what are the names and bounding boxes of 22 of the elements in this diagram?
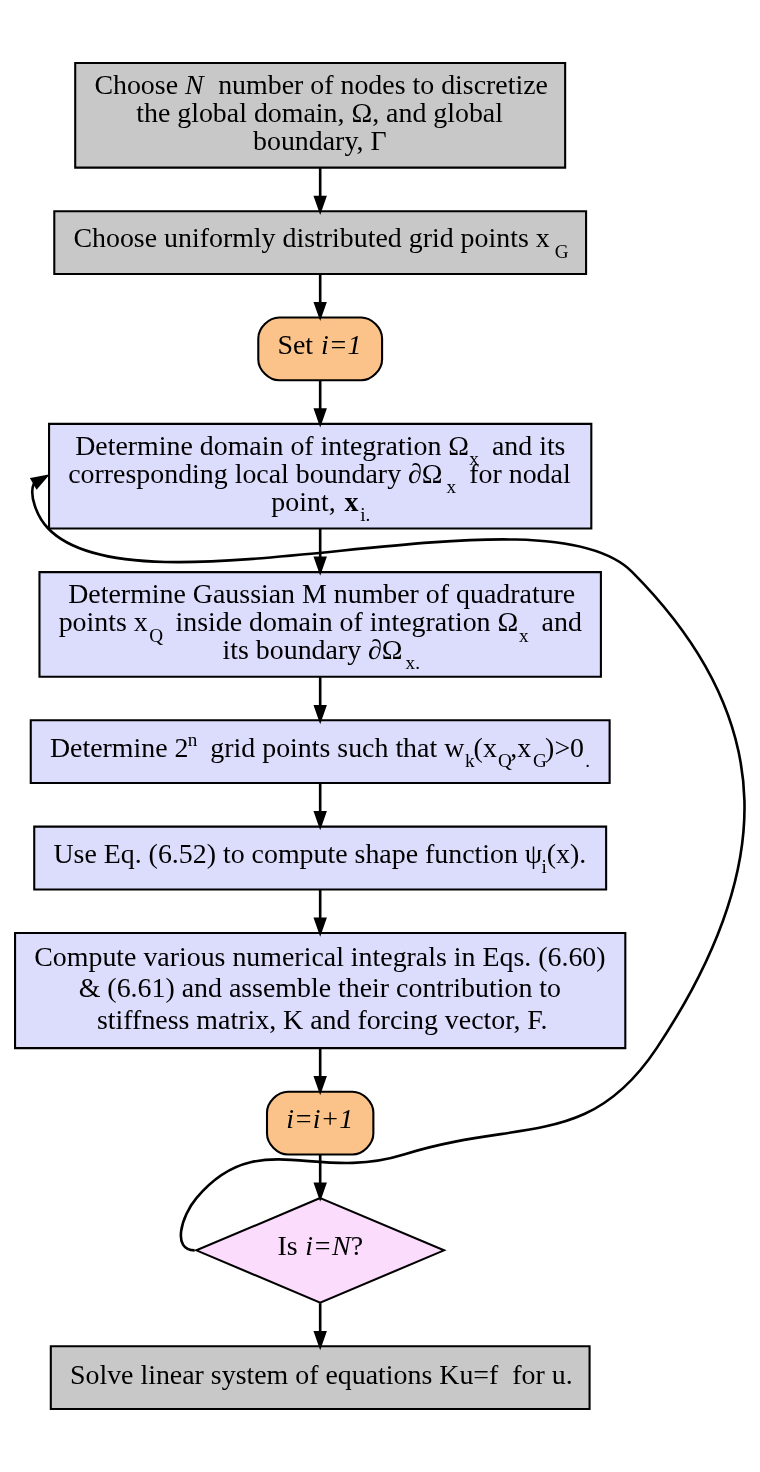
arrow [29,474,746,1252]
node-box: i=i+1 [265,1090,375,1156]
arrow [313,1048,327,1096]
arrow [313,380,327,428]
node-box: Solve linear system of equations Ku=f for u. [49,1345,591,1411]
arrow [313,1303,327,1351]
node-box: Determine 2$^{n}$ grid points such that w$_{k}$(x$_{Q}$,x$_{G}$)>0$_{.}$ [29,719,611,785]
node-box: Determine Gaussian M number of quadrature points x$_{Q}$ inside domain of integration Ω$_{x}$ and its boundary ∂Ω$_{x.}$ [38,571,602,678]
node-box: Choose N number of nodes to discretize the global domain, Ω, and global boundary, Γ [74,61,567,169]
arrow [313,783,327,831]
node-box: Use Eq. (6.52) to compute shape function ψ$_{i}$(x). [33,825,608,891]
node-box: Compute various numerical integrals in Eqs. (6.60) & (6.61) and assemble their contribution to stiffness matrix, K and forcing vector, F. [14,932,627,1050]
arrow [313,677,327,725]
node-diamond: Is i=N? [193,1196,447,1304]
arrow [313,528,327,576]
arrow [313,1154,327,1202]
arrow [313,274,327,322]
arrow [313,889,327,937]
node-box: Set i=1 [257,316,384,382]
arrow [313,168,327,216]
node-box: Determine domain of integration Ω$_{x}$ and its corresponding local boundary ∂Ω$_{x}$ for nodal point, x$_{i.}$ [48,422,593,530]
node-box: Choose uniformly distributed grid points x$_{G}$ [53,210,588,275]
